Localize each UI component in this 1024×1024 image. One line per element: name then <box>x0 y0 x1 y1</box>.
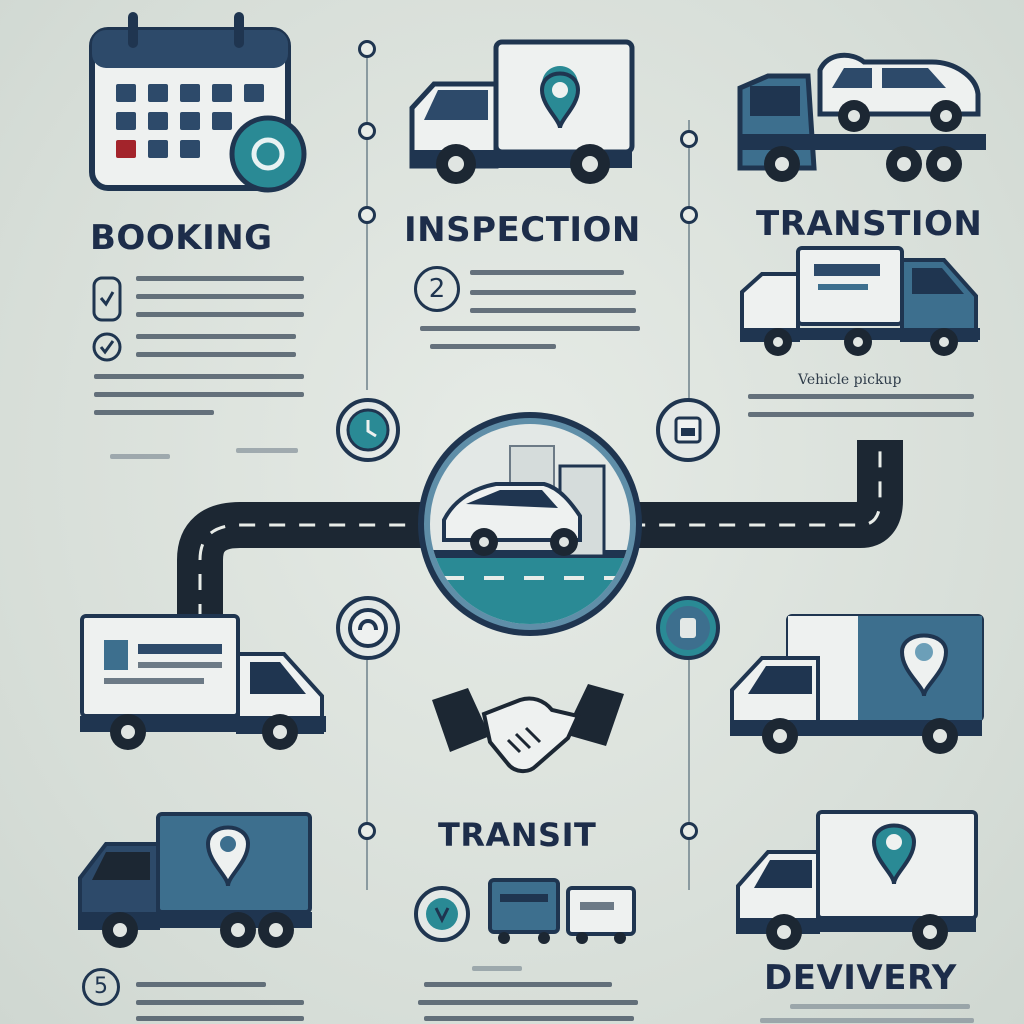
text-line <box>136 982 266 987</box>
timeline-node <box>680 206 698 224</box>
compass-icon <box>414 882 470 946</box>
step-title-inspection: INSPECTION <box>404 210 641 250</box>
timeline-node <box>680 130 698 148</box>
truck-icon <box>726 612 986 760</box>
document-icon <box>656 398 720 462</box>
text-line <box>418 1000 638 1005</box>
timeline-line-right <box>688 120 690 400</box>
step-caption: Vehicle pickup <box>798 372 902 388</box>
vehicle-circle <box>414 408 646 640</box>
step-number-badge: 2 <box>414 266 460 312</box>
text-line <box>470 308 636 313</box>
timeline-line-right-lower <box>688 660 690 890</box>
step-title-transit: TRANSIT <box>438 816 597 854</box>
text-line <box>136 1000 304 1005</box>
truck-icon <box>78 610 330 758</box>
clock-icon <box>336 398 400 462</box>
text-line <box>94 392 304 397</box>
text-line <box>236 448 298 453</box>
timeline-node <box>680 822 698 840</box>
check-icon <box>92 332 122 362</box>
tow-truck-icon <box>732 48 988 188</box>
step-number: 2 <box>428 274 446 304</box>
text-line <box>748 412 974 417</box>
text-line <box>472 966 522 971</box>
lock-icon <box>336 596 400 660</box>
truck-icon <box>738 244 982 356</box>
text-line <box>470 270 624 275</box>
truck-icon <box>76 808 316 954</box>
truck-icon <box>404 38 636 188</box>
text-line <box>94 410 214 415</box>
cargo-icon <box>566 884 636 946</box>
text-line <box>424 982 612 987</box>
step-number-badge: 5 <box>82 968 120 1006</box>
step-title-delivery: DEVIVERY <box>764 958 957 998</box>
text-line <box>136 334 296 339</box>
text-line <box>790 1004 970 1009</box>
text-line <box>136 352 296 357</box>
text-line <box>94 374 304 379</box>
cargo-icon <box>488 876 560 946</box>
text-line <box>136 312 304 317</box>
text-line <box>760 1018 974 1023</box>
text-line <box>424 1016 634 1021</box>
text-line <box>110 454 170 459</box>
handshake-icon <box>428 680 628 780</box>
timeline-node <box>358 122 376 140</box>
truck-icon <box>734 808 980 954</box>
step-number: 5 <box>94 974 108 999</box>
timeline-line-left-lower <box>366 660 368 890</box>
delivery-icon <box>656 596 720 660</box>
step-title-transtion: TRANSTION <box>756 204 983 244</box>
clock-badge-icon <box>228 114 308 194</box>
step-title-booking: BOOKING <box>90 218 273 258</box>
text-line <box>430 344 556 349</box>
timeline-node <box>358 822 376 840</box>
timeline-node <box>358 40 376 58</box>
check-icon <box>92 276 122 322</box>
timeline-node <box>358 206 376 224</box>
text-line <box>748 394 974 399</box>
text-line <box>136 294 304 299</box>
text-line <box>420 326 640 331</box>
text-line <box>136 1016 304 1021</box>
text-line <box>136 276 304 281</box>
text-line <box>470 290 636 295</box>
